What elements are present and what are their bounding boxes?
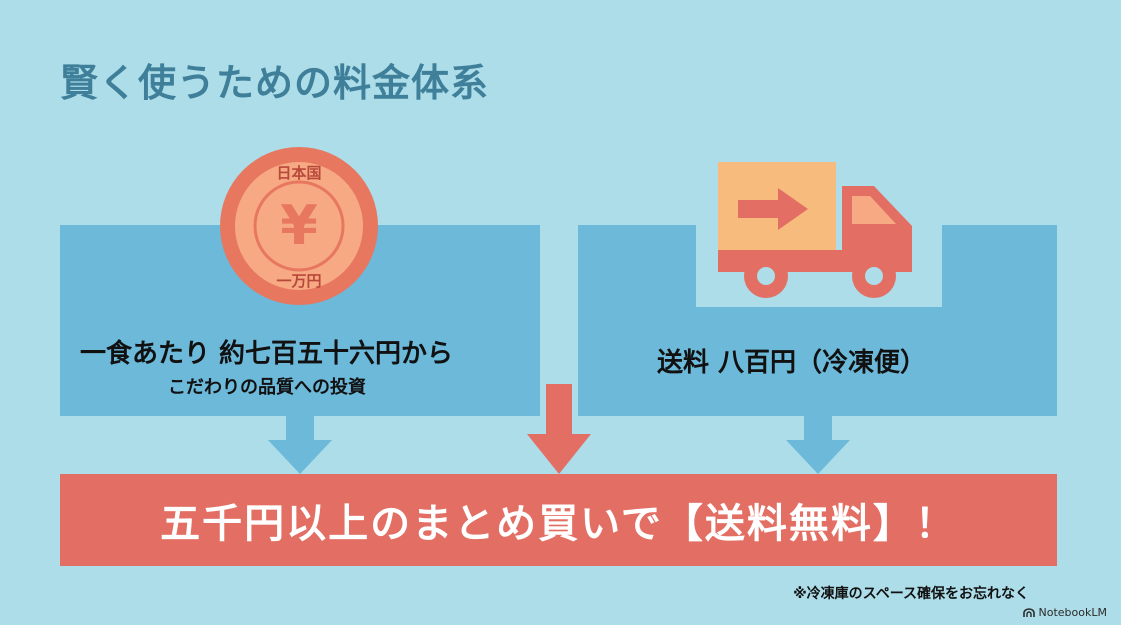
coin-ring-top-text: 日本国 (276, 164, 321, 182)
notebooklm-logo-icon (1022, 607, 1035, 617)
arrow-down-icon (268, 416, 332, 474)
coin-ring-bottom-text: 一万円 (276, 272, 321, 290)
shipping-cost-label: 送料 八百円（冷凍便） (657, 348, 927, 378)
meal-cost-label: 一食あたり 約七百五十六円から (80, 339, 454, 369)
page-title: 賢く使うための料金体系 (60, 61, 490, 105)
freezer-note: ※冷凍庫のスペース確保をお忘れなく (793, 586, 1029, 602)
arrow-down-icon (786, 416, 850, 474)
quality-investment-label: こだわりの品質への投資 (168, 377, 366, 398)
brand-label: NotebookLM (1038, 606, 1107, 619)
truck-icon (718, 162, 912, 298)
free-shipping-text: 五千円以上のまとめ買いで【送料無料】！ (160, 501, 957, 547)
yen-symbol: ¥ (280, 194, 318, 257)
arrow-down-icon (527, 384, 591, 474)
coin-icon: ¥ 日本国 一万円 (220, 147, 378, 305)
brand-watermark: NotebookLM (1022, 606, 1107, 619)
free-shipping-banner: 五千円以上のまとめ買いで【送料無料】！ (60, 474, 1057, 566)
